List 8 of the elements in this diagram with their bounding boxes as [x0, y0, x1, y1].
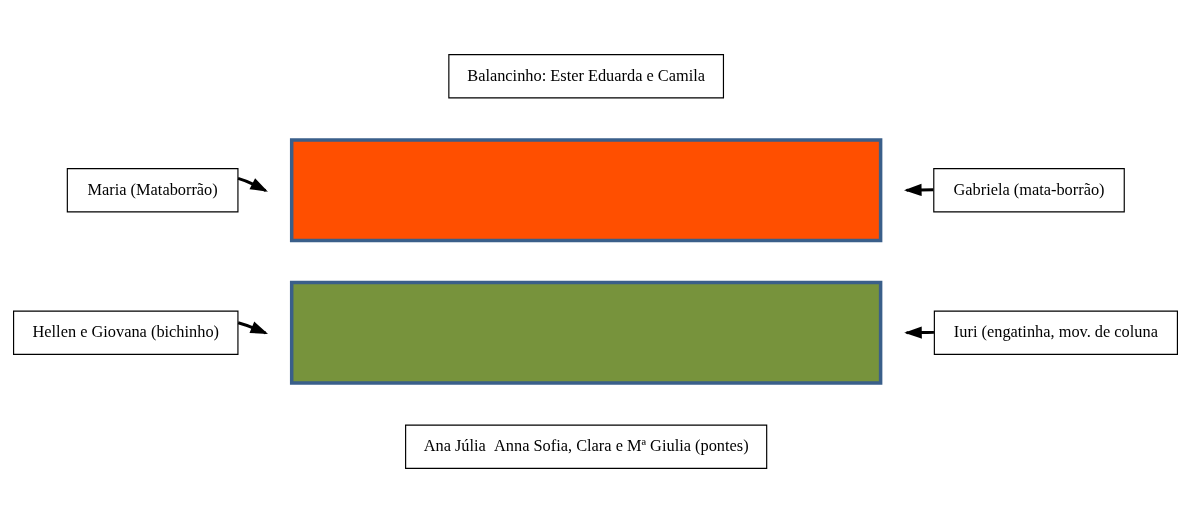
node-box: Balancinho: Ester Eduarda e Camila	[448, 54, 725, 99]
node-bar	[289, 138, 883, 243]
node-box: Gabriela (mata-borrão)	[933, 168, 1125, 213]
node-box: Iuri (engatinha, mov. de coluna	[933, 310, 1178, 355]
node-box: Maria (Mataborrão)	[66, 168, 239, 213]
node-box: Ana Júlia Anna Sofia, Clara e Mª Giulia (pontes)	[405, 424, 768, 469]
node-box: Hellen e Giovana (bichinho)	[13, 310, 239, 355]
node-bar	[289, 280, 883, 385]
